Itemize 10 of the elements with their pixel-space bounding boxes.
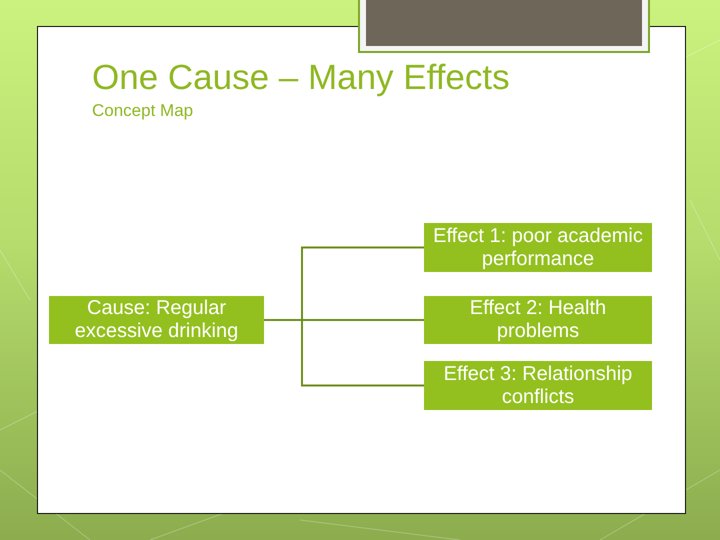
node-text: Effect 3: Relationship conflicts (442, 362, 634, 408)
concept-box (424, 296, 652, 344)
slide-title: One Cause – Many Effects (92, 58, 510, 98)
concept-box (49, 296, 264, 344)
concept-box (424, 361, 652, 410)
node-text: Effect 1: poor academic performance (432, 224, 644, 270)
connector-line (264, 319, 424, 386)
node-text: Cause: Regular excessive drinking (74, 297, 240, 343)
node-text: Effect 2: Health problems (468, 297, 608, 343)
subtitle: Concept Map (92, 101, 194, 121)
